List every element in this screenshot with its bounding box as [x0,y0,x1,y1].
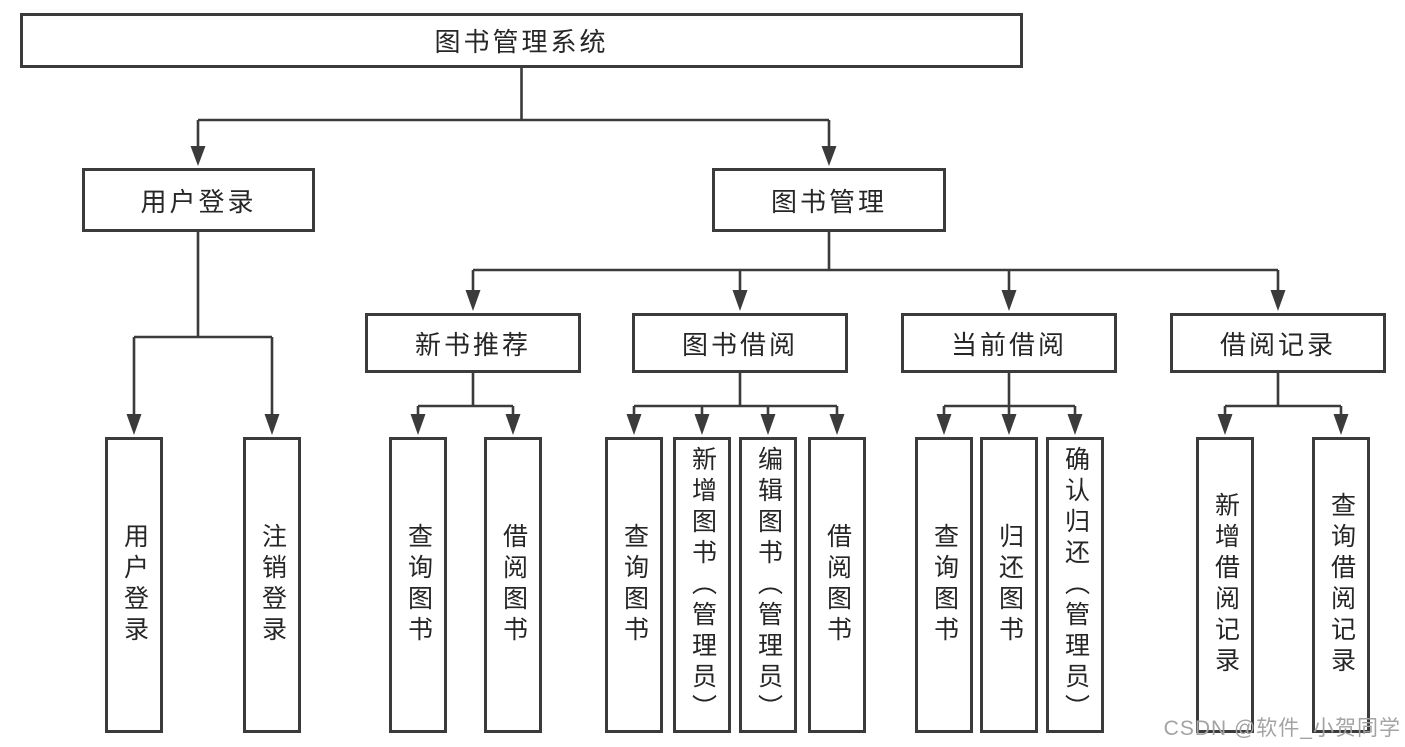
edge-root-to-branches [196,68,831,150]
arrow-down-icon [1001,414,1017,435]
arrow-down-icon [694,414,710,435]
node-book-management-label: 图书管理 [770,186,887,217]
leaf-current-query-book-label: 查询图书 [930,523,959,647]
leaf-recommend-query-book: 查询图书 [389,437,447,733]
leaf-add-book-admin-label: 新增图书（管理员） [688,445,717,725]
leaf-confirm-return-admin: 确认归还（管理员） [1046,437,1104,733]
edge-book-management-to-modules [471,232,1280,296]
leaf-edit-book-admin-label: 编辑图书（管理员） [754,445,783,725]
leaf-recommend-borrow-book: 借阅图书 [484,437,542,733]
leaf-add-borrow-record: 新增借阅记录 [1196,437,1254,733]
arrow-down-icon [410,414,426,435]
leaf-query-borrow-record: 查询借阅记录 [1312,437,1370,733]
arrow-down-icon [821,146,837,166]
node-book-borrow: 图书借阅 [632,313,848,373]
node-book-management: 图书管理 [712,168,946,232]
leaf-edit-book-admin: 编辑图书（管理员） [739,437,797,733]
leaf-borrow-query-book-label: 查询图书 [620,523,649,647]
leaf-recommend-query-book-label: 查询图书 [404,523,433,647]
arrow-down-icon [1001,290,1017,311]
arrow-down-icon [936,414,952,435]
arrow-down-icon [190,146,206,166]
edge-current-borrow-to-leaves [942,373,1077,420]
leaf-user-login: 用户登录 [105,437,163,733]
arrow-down-icon [1270,290,1286,311]
leaf-current-query-book: 查询图书 [915,437,973,733]
leaf-user-login-label: 用户登录 [120,523,149,647]
leaf-recommend-borrow-book-label: 借阅图书 [499,523,528,647]
node-book-borrow-label: 图书借阅 [681,329,798,360]
node-user-login-label: 用户登录 [140,186,257,217]
leaf-logout: 注销登录 [243,437,301,733]
leaf-return-book-label: 归还图书 [995,523,1024,647]
leaf-return-book: 归还图书 [980,437,1038,733]
leaf-confirm-return-admin-label: 确认归还（管理员） [1061,445,1090,725]
edge-borrow-records-to-leaves [1223,373,1343,420]
leaf-logout-label: 注销登录 [258,523,287,647]
node-borrow-records: 借阅记录 [1170,313,1386,373]
arrow-down-icon [829,414,845,435]
edge-new-book-recommend-to-leaves [416,373,515,420]
node-current-borrow: 当前借阅 [901,313,1117,373]
node-current-borrow-label: 当前借阅 [950,329,1067,360]
node-new-book-recommend: 新书推荐 [365,313,581,373]
node-user-login: 用户登录 [82,168,315,232]
watermark-text: CSDN @软件_小贺同学 [1163,717,1401,740]
arrow-down-icon [465,290,481,311]
node-root-system: 图书管理系统 [20,13,1023,68]
leaf-borrow-book: 借阅图书 [808,437,866,733]
arrow-down-icon [1333,414,1349,435]
arrow-down-icon [626,414,642,435]
arrowheads [126,146,1349,435]
arrow-down-icon [1067,414,1083,435]
arrow-down-icon [732,290,748,311]
arrow-down-icon [126,414,142,435]
leaf-borrow-book-label: 借阅图书 [823,523,852,647]
leaf-borrow-query-book: 查询图书 [605,437,663,733]
node-new-book-recommend-label: 新书推荐 [414,329,531,360]
arrow-down-icon [505,414,521,435]
edge-book-borrow-to-leaves [632,373,839,420]
edge-user-login-to-leaves [132,232,274,420]
leaf-query-borrow-record-label: 查询借阅记录 [1327,492,1356,678]
leaf-add-book-admin: 新增图书（管理员） [673,437,731,733]
arrow-down-icon [760,414,776,435]
node-borrow-records-label: 借阅记录 [1219,329,1336,360]
node-root-system-label: 图书管理系统 [434,27,609,57]
leaf-add-borrow-record-label: 新增借阅记录 [1211,492,1240,678]
arrow-down-icon [1217,414,1233,435]
arrow-down-icon [264,414,280,435]
